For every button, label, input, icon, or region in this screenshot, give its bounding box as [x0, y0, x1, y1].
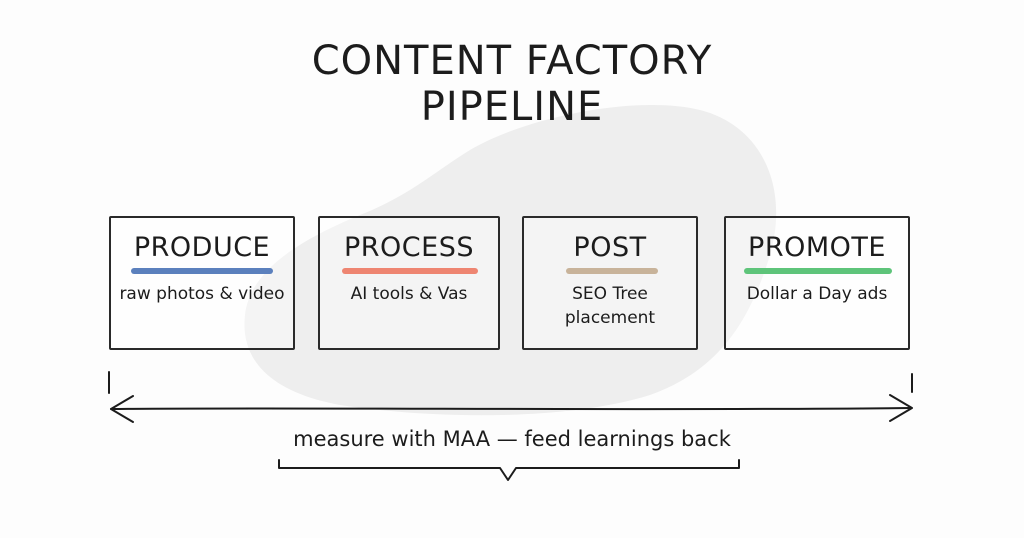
stage-title: POST [573, 232, 647, 263]
stage-produce: PRODUCE raw photos & video [109, 216, 295, 350]
feedback-arrow-line [110, 407, 911, 411]
stage-title: PROCESS [344, 232, 474, 263]
stage-underline [566, 268, 658, 274]
stage-description-line: SEO Tree [572, 284, 648, 304]
stage-description-line: Dollar a Day ads [746, 284, 888, 304]
stage-title: PROMOTE [748, 232, 886, 263]
stage-process: PROCESS AI tools & Vas [318, 216, 500, 350]
stage-underline [342, 268, 478, 274]
stage-underline [131, 268, 273, 274]
left-arrowhead-icon [110, 395, 134, 423]
stage-description: Dollar a Day ads [730, 282, 904, 306]
stage-post: POST SEO Tree placement [522, 216, 698, 350]
title-line-2: PIPELINE [420, 84, 604, 130]
diagram-title: CONTENT FACTORY PIPELINE [212, 38, 812, 130]
title-line-1: CONTENT FACTORY [311, 38, 713, 84]
stage-title: PRODUCE [133, 232, 271, 263]
right-arrowhead-icon [889, 394, 913, 422]
stage-description: raw photos & video [115, 282, 289, 306]
stage-description-line: AI tools & Vas [350, 284, 468, 304]
feedback-caption: measure with MAA — feed learnings back [293, 427, 731, 451]
stage-promote: PROMOTE Dollar a Day ads [724, 216, 910, 350]
stage-underline [744, 268, 892, 274]
stage-description-line: raw photos & video [119, 284, 285, 304]
caption-brace-icon [278, 459, 740, 481]
stage-description-line: placement [564, 308, 656, 328]
stage-description: SEO Tree placement [528, 282, 692, 330]
stage-description: AI tools & Vas [324, 282, 494, 306]
